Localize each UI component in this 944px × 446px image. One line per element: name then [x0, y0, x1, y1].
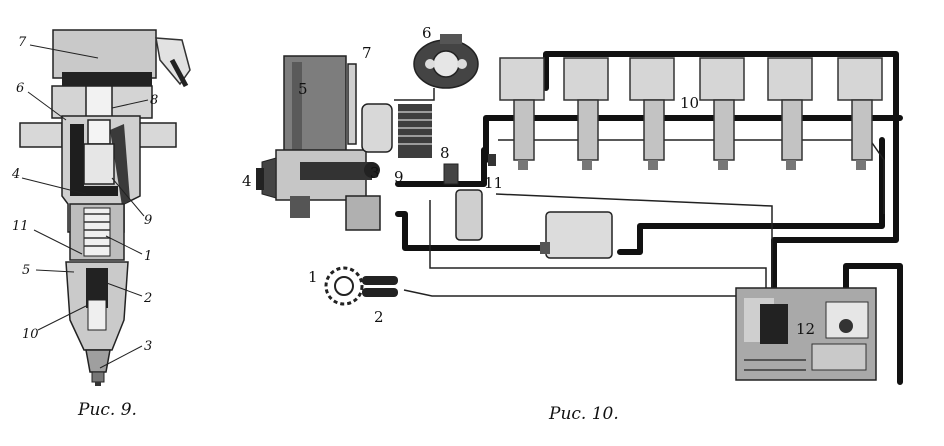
sensor-rod — [347, 63, 357, 145]
fig10-label-7: 7 — [362, 44, 372, 62]
injector-row — [499, 57, 883, 170]
fig9-label-2: 2 — [143, 291, 152, 306]
fig9-label-1: 1 — [144, 249, 152, 264]
injector-1 — [499, 57, 545, 170]
fig10-label-1: 1 — [308, 268, 318, 286]
valve-and-filter — [443, 154, 496, 241]
injector-2 — [563, 57, 609, 170]
fig10-label-8: 8 — [440, 144, 450, 162]
fig10-label-9: 9 — [394, 168, 404, 186]
fig10-label-6: 6 — [422, 24, 432, 42]
electronic-control-unit — [735, 287, 877, 381]
fig10-label-4: 4 — [242, 172, 252, 190]
fig10-label-2: 2 — [374, 308, 384, 326]
filter-and-cooler — [361, 103, 432, 158]
injector-6 — [837, 57, 883, 170]
fig9-labels: 7 6 8 4 9 11 1 5 2 10 3 — [11, 35, 158, 354]
fig10-labels: 7 6 5 10 8 4 3 9 11 1 2 12 — [242, 24, 815, 338]
fig9-label-5: 5 — [22, 263, 30, 278]
fig9-label-7: 7 — [18, 35, 27, 50]
fig9-leader-lines — [21, 44, 149, 369]
fig9-label-10: 10 — [22, 327, 39, 342]
fig9-label-11: 11 — [12, 219, 29, 234]
fig9-label-9: 9 — [144, 213, 152, 228]
fig10-label-3: 3 — [370, 164, 380, 182]
fig10-label-12: 12 — [796, 320, 815, 338]
fig9-label-4: 4 — [11, 167, 20, 182]
fig9-label-6: 6 — [16, 81, 24, 96]
fig10-label-11: 11 — [484, 174, 503, 192]
figure-9-caption: Рис. 9. — [78, 400, 137, 420]
fig10-label-10: 10 — [680, 94, 699, 112]
inline-canister — [540, 211, 613, 259]
injector-cross-section — [19, 29, 191, 386]
speed-sensor — [324, 266, 398, 306]
fig9-label-3: 3 — [144, 339, 152, 354]
fig10-thick-lines — [395, 51, 903, 385]
injector-3 — [629, 57, 675, 170]
fig10-label-5: 5 — [298, 80, 308, 98]
fuel-pump-assembly — [256, 55, 381, 231]
priming-pump — [413, 34, 479, 89]
fig9-label-8: 8 — [150, 93, 158, 108]
injector-5 — [767, 57, 813, 170]
figure-10-caption: Рис. 10. — [549, 404, 619, 424]
injector-4 — [699, 57, 745, 170]
